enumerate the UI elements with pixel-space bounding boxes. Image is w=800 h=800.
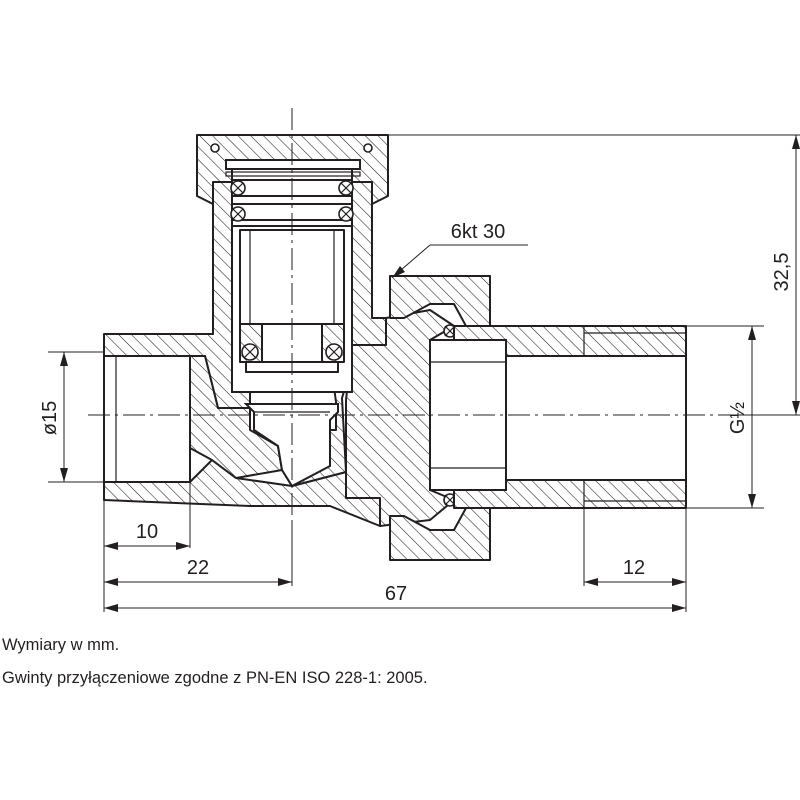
units-note: Wymiary w mm. (2, 636, 120, 654)
union-nut-bottom (389, 507, 491, 561)
valve-cap (196, 134, 389, 205)
dimension-lines (60, 135, 800, 612)
dim-hex-nut: 6kt 30 (451, 221, 505, 243)
dim-inlet-length: 10 (136, 521, 158, 543)
dim-outlet-thread-length: 12 (623, 557, 645, 579)
union-nut-top (389, 275, 491, 327)
inlet-bore (103, 355, 191, 483)
body-stem-right-wall (351, 181, 387, 346)
extension-lines (48, 134, 800, 612)
outlet-tailpiece (429, 325, 687, 509)
dim-height: 32,5 (771, 253, 793, 292)
dim-overall-length: 67 (385, 583, 407, 605)
dim-axis-offset: 22 (187, 557, 209, 579)
dim-thread: G½ (727, 402, 749, 435)
cap-inner-ring (225, 159, 361, 170)
dim-inlet-diameter: ø15 (39, 401, 61, 435)
standard-note: Gwinty przyłączeniowe zgodne z PN-EN ISO… (2, 669, 428, 687)
